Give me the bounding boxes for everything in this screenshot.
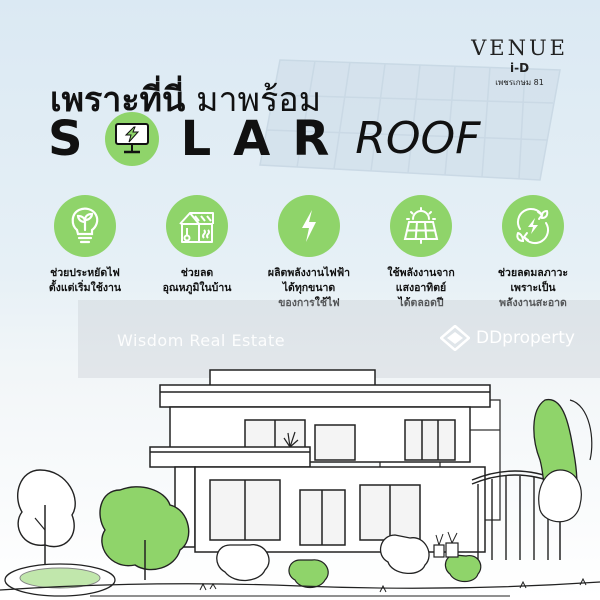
- feature-list: ช่วยประหยัดไฟ ตั้งแต่เริ่มใช้งาน ช่วยลด …: [30, 195, 590, 315]
- feature-line: ได้ทุกขนาด: [282, 282, 336, 294]
- lightning-bolt-icon: [278, 195, 340, 257]
- feature-line: ใช้พลังงานจาก: [387, 267, 455, 279]
- title-letter-s: S: [48, 111, 83, 167]
- house-thermometer-icon: [166, 195, 228, 257]
- headline: เพราะที่นี่ มาพร้อม: [50, 72, 321, 126]
- feature-line: ช่วยลดมลภาวะ: [497, 267, 569, 279]
- feature-line: เพราะเป็น: [510, 282, 556, 294]
- title-letter-r: R: [292, 111, 330, 167]
- feature-line: ตั้งแต่เริ่มใช้งาน: [48, 282, 122, 294]
- feature-line: พลังงานสะอาด: [499, 297, 567, 309]
- feature-line: ผลิตพลังงานไฟฟ้า: [267, 267, 351, 279]
- watermark-ddproperty: DDproperty: [440, 325, 575, 351]
- logo-brand: VENUE: [471, 36, 568, 60]
- logo-sub: i-D: [510, 61, 530, 75]
- feature-line: ช่วยประหยัดไฟ: [50, 267, 120, 279]
- watermark-wisdom: Wisdom Real Estate: [117, 331, 286, 350]
- solar-panel-sun-icon: [390, 195, 452, 257]
- house-illustration: [0, 369, 600, 597]
- feature-item: ช่วยลดมลภาวะ เพราะเป็น พลังงานสะอาด: [478, 195, 588, 311]
- feature-line: ได้ตลอดปี: [398, 297, 444, 309]
- solar-roof-title: S L A R ROOF: [48, 112, 480, 166]
- watermark-band: [78, 300, 600, 378]
- feature-line: อุณหภูมิในบ้าน: [162, 282, 232, 294]
- headline-bold: เพราะที่นี่: [50, 80, 186, 120]
- feature-item: ช่วยลด อุณหภูมิในบ้าน: [142, 195, 252, 296]
- feature-line: แสงอาทิตย์: [395, 282, 447, 294]
- title-roof: ROOF: [355, 113, 481, 164]
- headline-light: มาพร้อม: [196, 80, 322, 120]
- solar-panel-o-icon: [104, 112, 159, 166]
- title-letter-l: L: [180, 111, 212, 167]
- title-letter-a: A: [233, 111, 271, 167]
- feature-line: ช่วยลด: [180, 267, 214, 279]
- lightbulb-leaf-icon: [54, 195, 116, 257]
- feature-item: ช่วยประหยัดไฟ ตั้งแต่เริ่มใช้งาน: [30, 195, 140, 296]
- feature-item: ใช้พลังงานจาก แสงอาทิตย์ ได้ตลอดปี: [366, 195, 476, 311]
- venue-logo: VENUE i-D เพชรเกษม 81: [471, 36, 568, 89]
- background-solar-panels: [259, 59, 561, 181]
- feature-item: ผลิตพลังงานไฟฟ้า ได้ทุกขนาด ของการใช้ไฟ: [254, 195, 364, 311]
- logo-location: เพชรเกษม 81: [495, 78, 544, 87]
- feature-line: ของการใช้ไฟ: [278, 297, 340, 309]
- eco-energy-icon: [502, 195, 564, 257]
- ddproperty-logo-icon: [440, 325, 470, 351]
- watermark-ddproperty-text: DDproperty: [476, 328, 575, 348]
